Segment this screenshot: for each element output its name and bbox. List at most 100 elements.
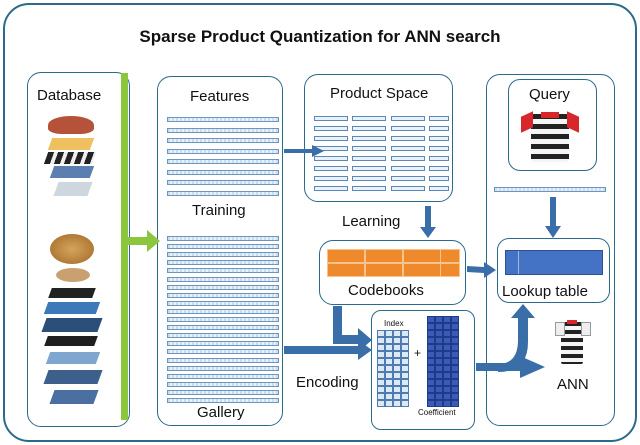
product-space-cell — [352, 136, 386, 141]
product-space-cell — [391, 156, 425, 161]
coefficient-cell — [427, 365, 435, 372]
coefficient-cell — [451, 344, 459, 351]
hat-image — [56, 268, 90, 282]
gallery-feature-row — [167, 260, 279, 266]
index-cell — [385, 365, 393, 372]
index-cell — [377, 400, 385, 407]
product-space-cell — [391, 166, 425, 171]
arrow-query-to-lookup — [545, 197, 561, 238]
index-cell — [377, 379, 385, 386]
ann-label: ANN — [557, 376, 589, 393]
index-cell — [401, 393, 409, 400]
index-cell — [401, 358, 409, 365]
gallery-feature-row — [167, 284, 279, 290]
index-cell — [393, 337, 401, 344]
product-space-cell — [391, 186, 425, 191]
index-cell — [393, 351, 401, 358]
codebooks-label: Codebooks — [348, 282, 424, 299]
coefficient-cell — [443, 323, 451, 330]
product-space-cell — [314, 186, 348, 191]
coefficient-cell — [435, 344, 443, 351]
product-space-cell — [429, 156, 449, 161]
product-space-cell — [429, 166, 449, 171]
product-space-cell — [352, 176, 386, 181]
index-cell — [393, 365, 401, 372]
training-feature-row — [167, 148, 279, 154]
coefficient-label: Coefficient — [418, 408, 456, 417]
gallery-feature-row — [167, 300, 279, 306]
coefficient-cell — [451, 323, 459, 330]
green-arrow — [128, 230, 160, 252]
index-cell — [393, 344, 401, 351]
index-cell — [401, 330, 409, 337]
gallery-feature-row — [167, 373, 279, 379]
index-cell — [401, 337, 409, 344]
training-feature-row — [167, 169, 279, 175]
arrow-encoding-to-lookup — [498, 304, 535, 372]
coefficient-cell — [435, 351, 443, 358]
coefficient-cell — [427, 330, 435, 337]
gallery-feature-row — [167, 398, 279, 403]
coefficient-cell — [443, 337, 451, 344]
coefficient-cell — [427, 386, 435, 393]
training-feature-row — [167, 138, 279, 143]
gallery-feature-row — [167, 333, 279, 339]
index-cell — [385, 379, 393, 386]
coefficient-cell — [427, 379, 435, 386]
product-space-cell — [429, 126, 449, 131]
gallery-feature-row — [167, 276, 279, 282]
query-label: Query — [529, 86, 570, 103]
index-cell — [393, 400, 401, 407]
coefficient-cell — [451, 337, 459, 344]
product-space-cell — [429, 136, 449, 141]
index-cell — [377, 372, 385, 379]
coefficient-cell — [451, 330, 459, 337]
coefficient-cell — [443, 365, 451, 372]
index-cell — [377, 393, 385, 400]
coefficient-cell — [451, 372, 459, 379]
coefficient-cell — [451, 393, 459, 400]
gallery-feature-row — [167, 349, 279, 355]
index-cell — [401, 344, 409, 351]
arrow-training-to-product-space — [284, 145, 324, 157]
training-feature-row — [167, 127, 279, 133]
coefficient-cell — [451, 379, 459, 386]
index-cell — [401, 365, 409, 372]
index-cell — [401, 351, 409, 358]
ann-result-shirt-image — [555, 318, 591, 366]
codebook-block — [327, 263, 365, 277]
plus-sign: + — [414, 346, 422, 360]
codebook-block — [440, 263, 460, 277]
index-cell — [385, 372, 393, 379]
query-shirt-image — [521, 108, 579, 164]
coefficient-cell — [451, 316, 459, 323]
gallery-label: Gallery — [197, 404, 245, 421]
gallery-feature-row — [167, 341, 279, 347]
index-cell — [385, 393, 393, 400]
index-cell — [385, 337, 393, 344]
training-feature-row — [167, 117, 279, 122]
gallery-feature-row — [167, 236, 279, 241]
product-space-cell — [429, 116, 449, 121]
product-space-cell — [314, 166, 348, 171]
arrow-learning-to-codebooks — [420, 206, 436, 238]
coefficient-cell — [435, 337, 443, 344]
training-feature-row — [167, 190, 279, 196]
gallery-feature-row — [167, 268, 279, 274]
product-space-cell — [314, 126, 348, 131]
index-cell — [377, 337, 385, 344]
product-space-cell — [391, 146, 425, 151]
coefficient-cell — [427, 358, 435, 365]
product-space-cell — [429, 186, 449, 191]
coefficient-cell — [451, 400, 459, 407]
gallery-feature-row — [167, 325, 279, 331]
coefficient-cell — [427, 344, 435, 351]
index-cell — [393, 330, 401, 337]
index-cell — [401, 379, 409, 386]
coefficient-cell — [451, 386, 459, 393]
product-space-cell — [429, 146, 449, 151]
index-cell — [377, 358, 385, 365]
codebook-block — [327, 249, 365, 263]
query-feature-bar — [494, 187, 606, 192]
